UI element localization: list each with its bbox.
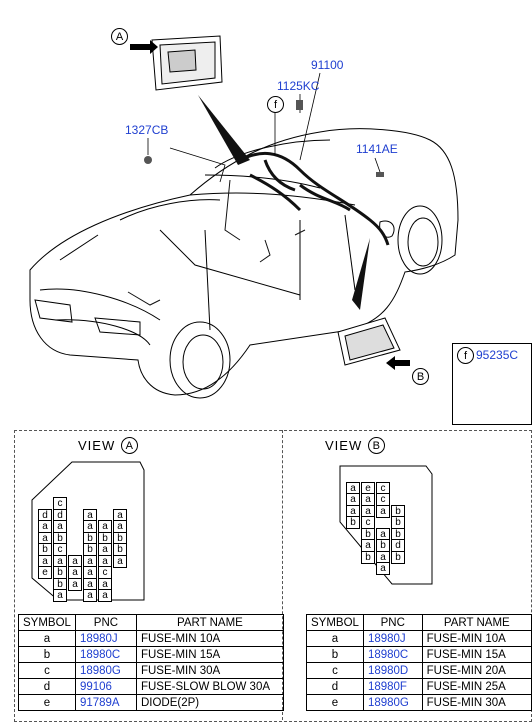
col-symbol: SYMBOL — [306, 614, 364, 631]
symbol-cell: b — [306, 646, 364, 663]
view-b-callout: B — [368, 437, 386, 454]
view-b-title: VIEW B — [325, 437, 386, 454]
pnc-cell: 91789A — [74, 694, 137, 711]
part-label-1141ae: 1141AE — [356, 142, 398, 156]
fuse-slot: d — [38, 508, 52, 522]
part-name-cell: FUSE-MIN 10A — [135, 630, 284, 647]
part-label-95235c: 95235C — [476, 348, 519, 362]
symbol-cell: b — [18, 646, 76, 663]
fuse-slot: a — [113, 554, 127, 568]
view-b-table-header: SYMBOL PNC PART NAME — [306, 614, 532, 631]
pnc-cell: 18980G — [74, 662, 137, 679]
view-a-label: VIEW — [78, 438, 116, 453]
part-label-1125kc: 1125KC — [277, 79, 320, 93]
col-pnc: PNC — [362, 614, 423, 631]
pnc-cell: 99106 — [74, 678, 137, 695]
part-name-cell: FUSE-MIN 15A — [135, 646, 284, 663]
pnc-cell: 18980C — [362, 646, 423, 663]
view-b-label: VIEW — [325, 438, 363, 453]
symbol-cell: e — [18, 694, 76, 711]
fuse-slot: a — [53, 589, 67, 602]
fuse-slot: a — [98, 577, 112, 591]
symbol-cell: c — [306, 662, 364, 679]
fuse-slot: b — [361, 550, 375, 564]
callout-f-circle: f — [267, 96, 284, 113]
fuse-slot: a — [98, 589, 112, 602]
part-name-cell: FUSE-MIN 20A — [421, 662, 532, 679]
view-a-table-header: SYMBOL PNC PART NAME — [18, 614, 284, 631]
part-name-cell: FUSE-MIN 10A — [421, 630, 532, 647]
pnc-cell: 18980C — [74, 646, 137, 663]
callout-b-circle: B — [412, 368, 429, 385]
col-part-name: PART NAME — [135, 614, 284, 631]
relay-callout-f: f — [457, 347, 474, 364]
fuse-slot: a — [53, 520, 67, 533]
part-label-91100: 91100 — [311, 58, 344, 72]
part-name-cell: FUSE-MIN 15A — [421, 646, 532, 663]
symbol-cell: c — [18, 662, 76, 679]
fuse-slot: b — [346, 516, 360, 529]
fuse-slot: a — [376, 504, 390, 518]
col-part-name: PART NAME — [421, 614, 532, 631]
fuse-slot: a — [68, 577, 82, 591]
fuse-slot: b — [391, 550, 405, 564]
symbol-cell: a — [18, 630, 76, 647]
symbol-cell: d — [306, 678, 364, 695]
symbol-cell: a — [306, 630, 364, 647]
pnc-cell: 18980G — [362, 694, 423, 711]
fuse-slot: a — [83, 589, 97, 602]
col-symbol: SYMBOL — [18, 614, 76, 631]
fuse-slot: a — [376, 562, 390, 575]
part-label-1327cb: 1327CB — [125, 123, 169, 137]
pnc-cell: 18980F — [362, 678, 423, 695]
part-name-cell: FUSE-MIN 30A — [135, 662, 284, 679]
symbol-cell: d — [18, 678, 76, 695]
part-name-cell: FUSE-SLOW BLOW 30A — [135, 678, 284, 695]
callout-a-circle: A — [111, 28, 128, 45]
view-a-title: VIEW A — [78, 437, 139, 454]
legend-divider — [282, 430, 283, 720]
fuse-slot: e — [38, 566, 52, 579]
part-name-cell: DIODE(2P) — [135, 694, 284, 711]
view-a-callout: A — [121, 437, 139, 454]
pnc-cell: 18980D — [362, 662, 423, 679]
symbol-cell: e — [306, 694, 364, 711]
pnc-cell: 18980J — [74, 630, 137, 647]
fuse-slot: a — [83, 520, 97, 533]
part-name-cell: FUSE-MIN 30A — [421, 694, 532, 711]
part-name-cell: FUSE-MIN 25A — [421, 678, 532, 695]
fuse-slot: d — [391, 539, 405, 552]
col-pnc: PNC — [74, 614, 137, 631]
pnc-cell: 18980J — [362, 630, 423, 647]
car-illustration — [29, 35, 519, 410]
